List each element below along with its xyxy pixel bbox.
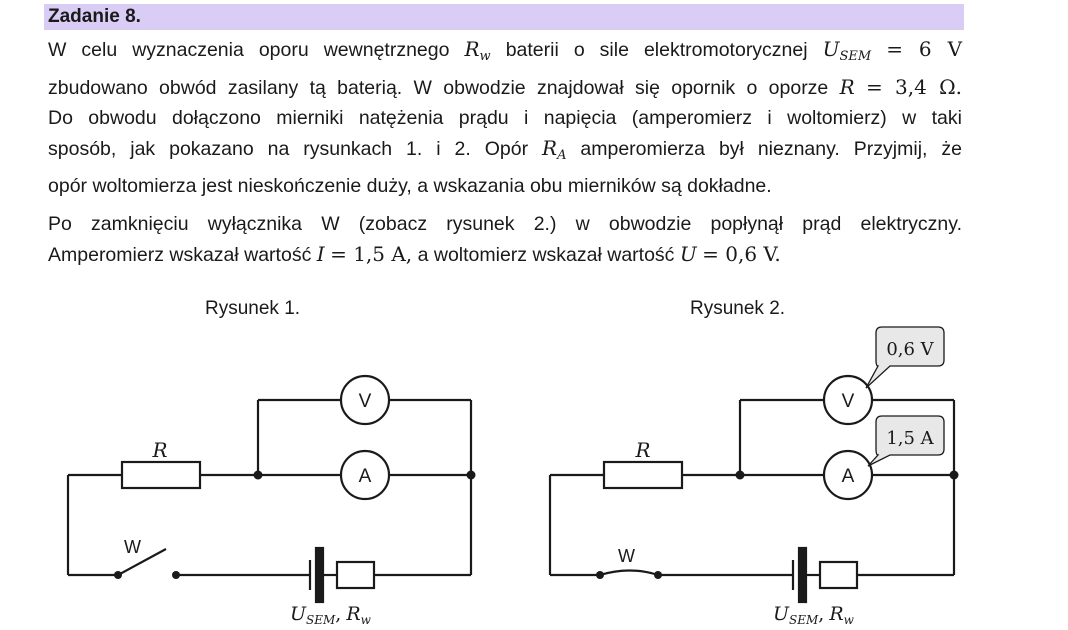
figure-2-title: Rysunek 2.: [690, 298, 786, 319]
switch-label-2: W: [618, 546, 635, 566]
ammeter-label-2: A: [842, 466, 855, 487]
task-description: W celu wyznaczenia oporu wewnętrznego Rw…: [48, 34, 962, 201]
circuit-diagram-1: [66, 374, 473, 604]
ammeter-reading: 1,5 A: [886, 428, 934, 449]
voltmeter-label-2: V: [842, 391, 855, 412]
ammeter-symbol: [339, 449, 391, 501]
battery-symbol: [314, 546, 325, 604]
battery-label-2: USEM,Rw: [773, 603, 855, 627]
figure-1-title: Rysunek 1.: [205, 298, 301, 319]
resistor-symbol: [120, 460, 202, 490]
text-line-5: opór woltomierza jest nieskończenie duży…: [48, 175, 772, 197]
text-line-3: Do obwodu dołączono mierniki natężenia p…: [48, 107, 962, 129]
text-line-2: zbudowano obwód zasilany tą baterią. W o…: [48, 75, 963, 99]
ammeter-label-1: A: [359, 466, 372, 487]
text-line-1: W celu wyznaczenia oporu wewnętrznego Rw…: [48, 37, 963, 64]
voltmeter-symbol: [339, 374, 391, 426]
voltmeter-reading-callout: 0,6 V: [865, 326, 945, 389]
internal-resistance-symbol-2: [818, 560, 859, 590]
circuit-diagram-2: [548, 374, 956, 604]
switch-closed-lever: [599, 569, 659, 577]
switch-label-1: W: [124, 537, 141, 557]
task-measurement: Po zamknięciu wyłącznika W (zobacz rysun…: [48, 209, 962, 270]
text-line-4: sposób, jak pokazano na rysunkach 1. i 2…: [48, 136, 962, 163]
battery-label-1: USEM,Rw: [290, 603, 372, 627]
task-header: Zadanie 8.: [44, 4, 964, 30]
text-line-6: Po zamknięciu wyłącznika W (zobacz rysun…: [48, 213, 962, 235]
battery-symbol-2: [797, 546, 808, 604]
voltmeter-label-1: V: [359, 391, 372, 412]
switch-open-lever: [117, 548, 167, 576]
text-line-7: Amperomierz wskazał wartość I = 1,5 A, a…: [48, 242, 781, 266]
voltmeter-symbol-2: [822, 374, 874, 426]
internal-resistance-symbol: [335, 560, 376, 590]
ammeter-symbol-2: [822, 449, 874, 501]
resistor-label-2: R: [634, 438, 650, 462]
resistor-label-1: R: [151, 438, 167, 462]
voltmeter-reading: 0,6 V: [886, 339, 934, 360]
ammeter-reading-callout: 1,5 A: [867, 415, 945, 467]
resistor-symbol-2: [602, 460, 684, 490]
